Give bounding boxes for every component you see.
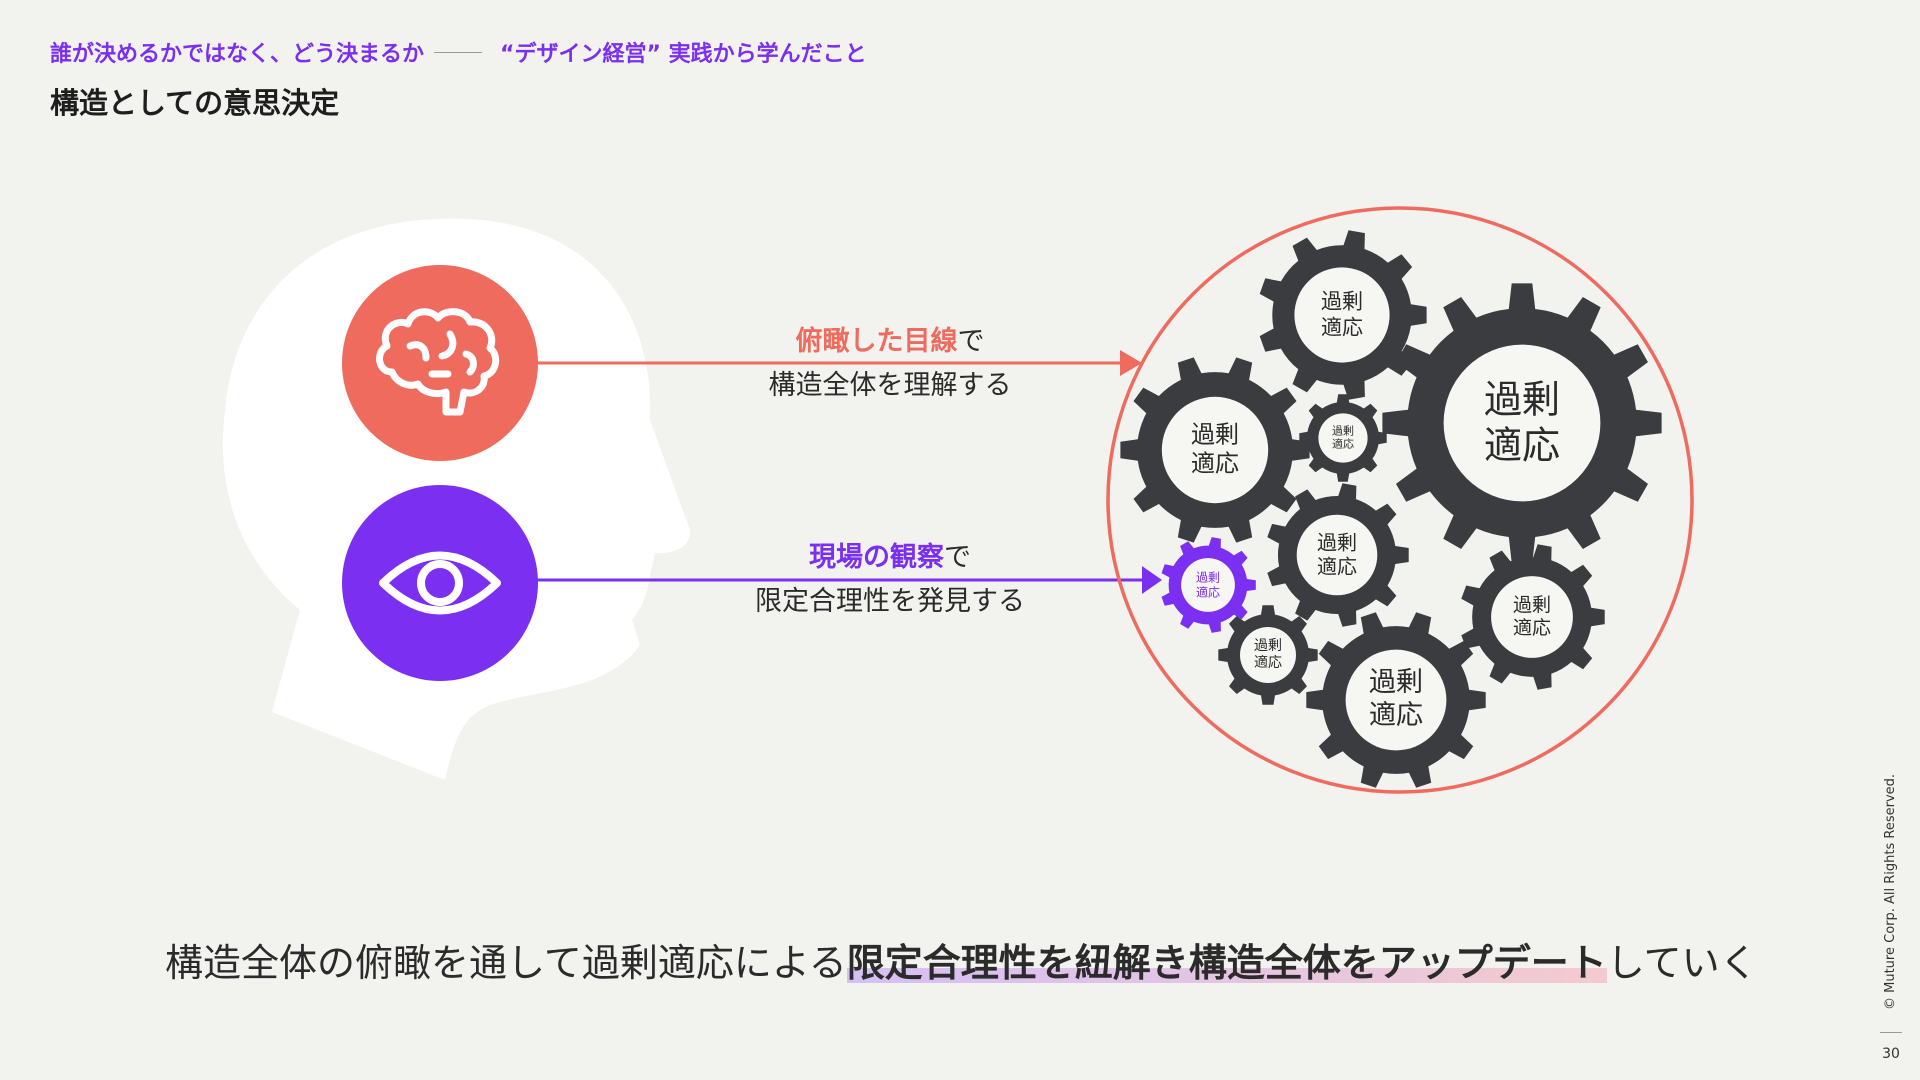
gear-hub-5	[1296, 514, 1378, 596]
page-title: 構造としての意思決定	[50, 86, 340, 120]
header-subtitle-right: “デザイン経営” 実践から学んだこと	[500, 42, 867, 67]
header-dash	[434, 51, 483, 53]
arrow-top-label: 俯瞰した目線で 構造全体を理解する	[740, 320, 1040, 408]
gear-label-6: 過剰適応	[1196, 570, 1220, 599]
gear-label-7: 過剰適応	[1513, 594, 1551, 640]
gear-label-line1: 過剰	[1483, 377, 1561, 422]
bottom-prefix: 構造全体の俯瞰を通して過剰適応による	[165, 941, 847, 985]
gear-label-line2: 適応	[1512, 617, 1552, 639]
arrow-bottom-label: 現場の観察で 限定合理性を発見する	[730, 536, 1050, 624]
gear-hub-7	[1491, 576, 1573, 658]
gear-label-line2: 適応	[1254, 655, 1282, 671]
gear-cluster	[1120, 230, 1662, 788]
gear-label-line2: 適応	[1321, 315, 1363, 339]
gears-boundary-circle	[1106, 206, 1694, 794]
gear-label-line2: 適応	[1483, 424, 1561, 468]
gear-hub-4	[1318, 413, 1368, 463]
gear-label-2: 過剰適応	[1484, 377, 1560, 470]
bottom-suffix: していく	[1606, 941, 1758, 985]
arrow-bottom-suffix: で	[944, 542, 971, 573]
gear-label-line1: 過剰	[1191, 420, 1239, 449]
gear-label-1: 過剰適応	[1321, 289, 1363, 340]
gear-label-line1: 過剰	[1254, 637, 1282, 654]
gear-label-line2: 適応	[1332, 438, 1354, 451]
eye-icon	[379, 551, 501, 615]
gear-label-line2: 適応	[1195, 585, 1221, 599]
eye-circle	[342, 485, 538, 681]
arrow-top-emphasis: 俯瞰した目線	[795, 326, 958, 357]
arrow-bottom-line2: 限定合理性を発見する	[755, 586, 1025, 617]
gear-label-line1: 過剰	[1369, 667, 1423, 699]
gear-label-line1: 過剰	[1512, 593, 1552, 616]
arrow-bottom-head	[1142, 566, 1162, 594]
arrow-top-suffix: で	[957, 326, 985, 357]
gear-hub-2	[1443, 344, 1601, 502]
gear-label-line2: 適応	[1369, 700, 1423, 731]
gear-label-line2: 適応	[1317, 555, 1357, 579]
bottom-highlight: 限定合理性を紐解き構造全体をアップデート	[846, 941, 1607, 985]
gear-label-line1: 過剰	[1332, 424, 1354, 438]
page-separator	[1880, 1032, 1902, 1033]
gear-hub-9	[1345, 649, 1447, 751]
gear-label-line1: 過剰	[1317, 530, 1357, 555]
brain-circle	[342, 265, 538, 461]
gear-hub-3	[1161, 396, 1269, 504]
page-number: 30	[1882, 1046, 1900, 1062]
gear-label-9: 過剰適応	[1369, 667, 1423, 733]
gear-hub-8	[1240, 627, 1296, 683]
gear-label-line2: 適応	[1191, 450, 1239, 478]
gear-label-4: 過剰適応	[1332, 425, 1354, 452]
copyright: © Muture Corp. All Rights Reserved.	[1883, 773, 1898, 1010]
bottom-statement: 構造全体の俯瞰を通して過剰適応による限定合理性を紐解き構造全体をアップデートして…	[165, 932, 1758, 987]
gear-label-5: 過剰適応	[1317, 531, 1357, 580]
arrow-top-head	[1120, 350, 1142, 376]
arrow-top-line2: 構造全体を理解する	[768, 370, 1012, 401]
gear-label-line1: 過剰	[1321, 289, 1363, 314]
arrow-bottom-emphasis: 現場の観察	[809, 542, 944, 573]
brain-icon	[376, 308, 500, 416]
header-subtitle-left: 誰が決めるかではなく、どう決まるか	[50, 42, 425, 67]
gear-hub-6	[1181, 558, 1235, 612]
gear-label-3: 過剰適応	[1191, 421, 1239, 480]
gear-label-line1: 過剰	[1195, 570, 1221, 585]
gear-hub-1	[1294, 267, 1390, 363]
header-subtitle: 誰が決めるかではなく、どう決まるか “デザイン経営” 実践から学んだこと	[50, 36, 867, 68]
gear-label-8: 過剰適応	[1254, 638, 1282, 672]
